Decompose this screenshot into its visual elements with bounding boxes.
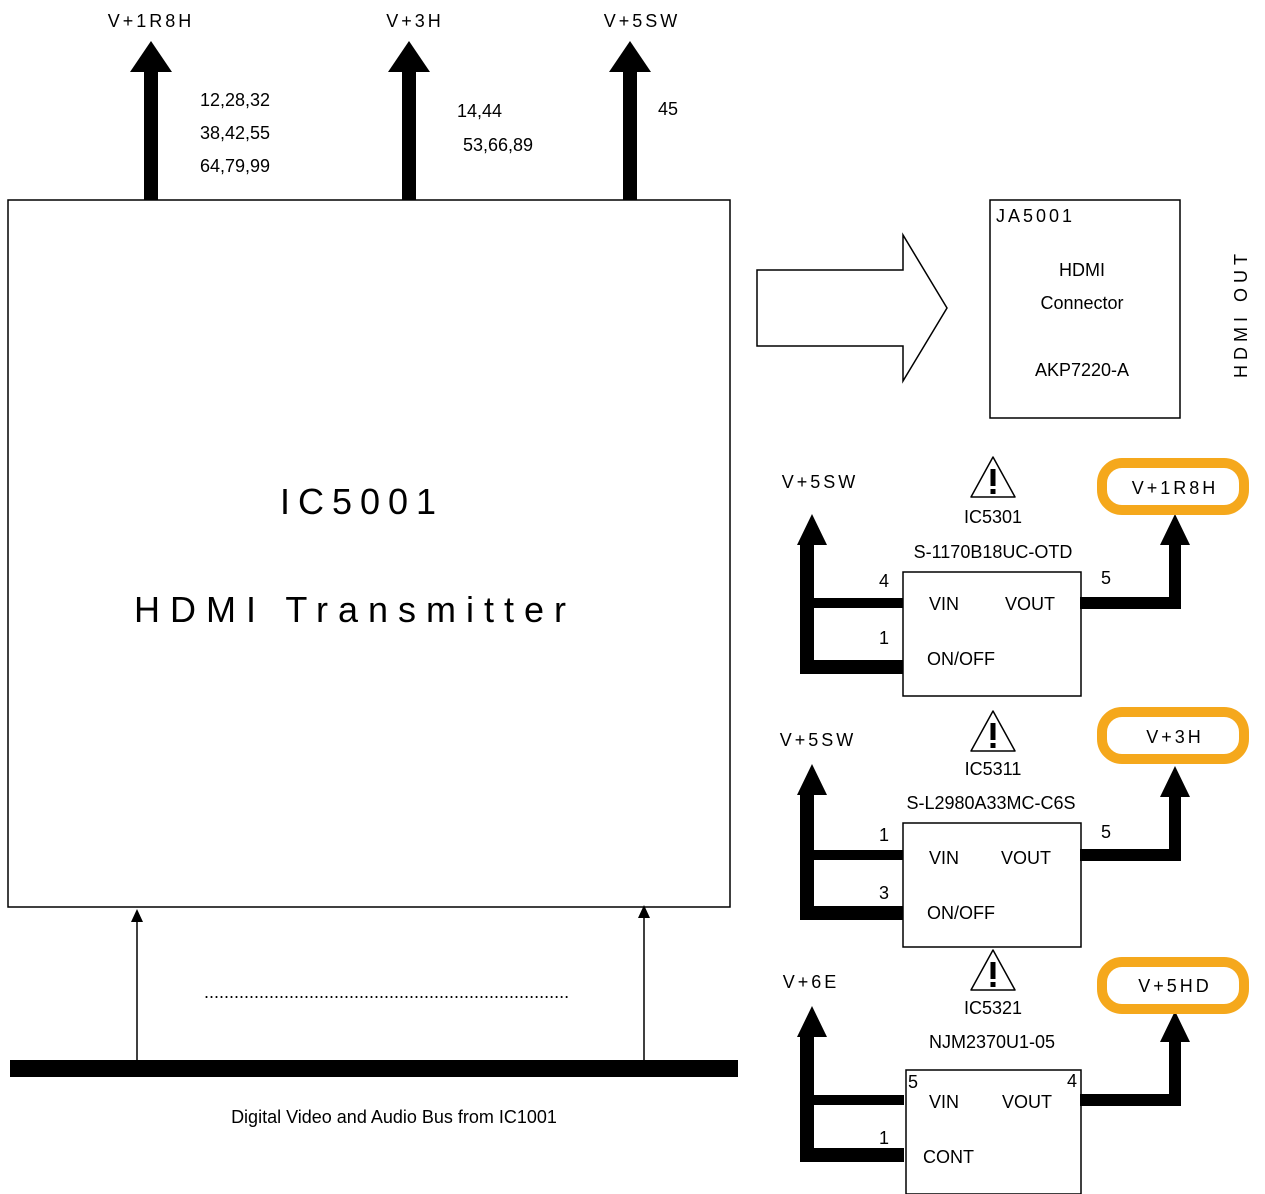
output-wire [1080, 795, 1181, 861]
rail-arrow-shaft [144, 70, 158, 202]
vout-label: VOUT [1005, 594, 1055, 614]
rail-arrow-shaft [402, 70, 416, 202]
bus-arrow-head [131, 909, 143, 922]
input-wire [800, 793, 904, 920]
input-arrow-head [797, 514, 827, 545]
output-arrow-head [1160, 514, 1190, 545]
pin-list: 12,28,32 [200, 90, 270, 110]
output-badge [1097, 957, 1249, 1014]
output-wire [1080, 1040, 1181, 1106]
pin-list: 45 [658, 99, 678, 119]
ctrl-pin: 3 [879, 883, 889, 903]
rail-label: V+5SW [604, 11, 681, 31]
transmitter-block: IC5001 HDMI Transmitter [7, 199, 731, 908]
output-label: V+3H [1146, 727, 1204, 747]
connector-box [989, 199, 1181, 419]
regulator-box [902, 822, 1082, 948]
vout-label: VOUT [1001, 848, 1051, 868]
rail-label: V+1R8H [108, 11, 195, 31]
output-wire [1080, 543, 1181, 609]
connector-ref: JA5001 [996, 206, 1075, 226]
bus: ........................................… [10, 905, 738, 1127]
regulator-ic5311: V+5SW 1 3 5 VIN VOUT ON/OFF IC5311 S-L29… [780, 707, 1249, 948]
vin-pin: 1 [879, 825, 889, 845]
rail-arrow-head [130, 41, 172, 72]
rail-label: V+3H [386, 11, 444, 31]
pin-list: 53,66,89 [463, 135, 533, 155]
pin-list: 14,44 [457, 101, 502, 121]
input-wire [800, 1035, 904, 1162]
regulator-ref: IC5301 [964, 507, 1022, 527]
vin-pin: 5 [908, 1072, 918, 1092]
bus-ellipsis: ........................................… [204, 982, 569, 1002]
regulator-input-label: V+6E [783, 972, 840, 992]
pin-list: 38,42,55 [200, 123, 270, 143]
bus-label: Digital Video and Audio Bus from IC1001 [231, 1107, 557, 1127]
output-badge [1097, 707, 1249, 764]
connector-block: JA5001 HDMI Connector AKP7220-A [989, 199, 1181, 419]
output-arrow-head [1160, 1011, 1190, 1042]
warning-icon [970, 456, 1016, 498]
vout-pin: 4 [1067, 1071, 1077, 1091]
ctrl-label: CONT [923, 1147, 974, 1167]
regulator-box [905, 1069, 1082, 1194]
pin-list: 64,79,99 [200, 156, 270, 176]
rail-arrow-head [388, 41, 430, 72]
vout-pin: 5 [1101, 568, 1111, 588]
ctrl-pin: 1 [879, 628, 889, 648]
regulator-ic5301: V+5SW 4 1 5 VIN VOUT ON/OFF IC5301 S-117… [782, 456, 1249, 697]
vin-pin: 4 [879, 571, 889, 591]
rail-arrow-shaft [623, 70, 637, 202]
bus-line [10, 1060, 738, 1077]
transmitter-box [7, 199, 731, 908]
output-label: V+5HD [1138, 976, 1212, 996]
ctrl-label: ON/OFF [927, 649, 995, 669]
output-arrow-head [1160, 766, 1190, 797]
transmitter-name: HDMI Transmitter [134, 589, 576, 630]
rail-arrow-head [609, 41, 651, 72]
output-label: V+1R8H [1132, 478, 1219, 498]
connector-part: AKP7220-A [1035, 360, 1129, 380]
regulator-part: S-L2980A33MC-C6S [906, 793, 1075, 813]
regulator-ic5321: V+6E 5 1 4 VIN VOUT CONT IC5321 NJM2370U… [783, 949, 1249, 1194]
vin-label: VIN [929, 594, 959, 614]
ctrl-label: ON/OFF [927, 903, 995, 923]
input-arrow-head [797, 764, 827, 795]
vout-pin: 5 [1101, 822, 1111, 842]
top-rail-v1r8h: V+1R8H 12,28,32 38,42,55 64,79,99 [108, 11, 270, 202]
top-rail-v5sw: V+5SW 45 [604, 11, 681, 202]
bus-arrow-head [638, 905, 650, 918]
output-arrow [756, 232, 948, 384]
connector-line1: HDMI [1059, 260, 1105, 280]
vin-label: VIN [929, 1092, 959, 1112]
warning-icon [970, 949, 1016, 991]
regulator-part: NJM2370U1-05 [929, 1032, 1055, 1052]
warning-icon [970, 710, 1016, 752]
input-arrow-head [797, 1006, 827, 1037]
regulator-box [902, 571, 1082, 697]
ctrl-pin: 1 [879, 1128, 889, 1148]
regulator-part: S-1170B18UC-OTD [914, 542, 1073, 562]
top-rail-v3h: V+3H 14,44 53,66,89 [386, 11, 533, 202]
vout-label: VOUT [1002, 1092, 1052, 1112]
transmitter-ref: IC5001 [280, 481, 444, 522]
regulator-input-label: V+5SW [780, 730, 857, 750]
input-wire [800, 543, 904, 674]
hdmi-out-label: HDMI OUT [1231, 249, 1251, 378]
regulator-ref: IC5321 [964, 998, 1022, 1018]
regulator-ref: IC5311 [965, 759, 1022, 779]
regulator-input-label: V+5SW [782, 472, 859, 492]
connector-line2: Connector [1040, 293, 1123, 313]
output-badge [1097, 458, 1249, 515]
vin-label: VIN [929, 848, 959, 868]
